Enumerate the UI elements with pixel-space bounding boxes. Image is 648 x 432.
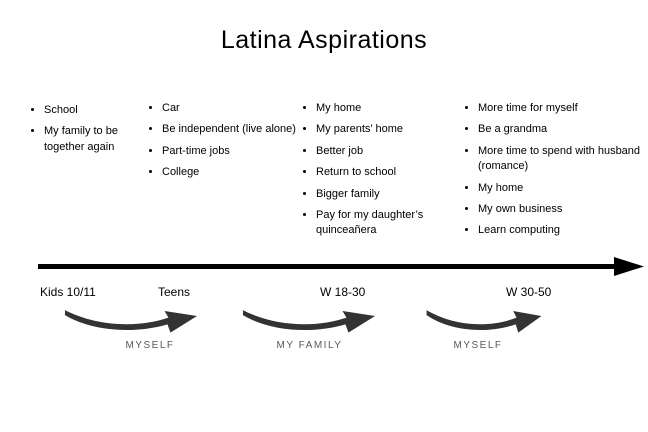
list-item: My own business: [478, 202, 642, 217]
timeline-arrow-graphic: [38, 257, 644, 276]
swoosh-shape: [242, 310, 376, 333]
timeline-arrow-shape: [38, 257, 644, 276]
stage-label-w18-30: W 18-30: [320, 285, 366, 299]
list-item: My home: [316, 101, 468, 116]
swoosh-shape: [426, 310, 542, 333]
curved-arrow-2: [240, 306, 378, 336]
curved-arrow-graphic: [242, 310, 376, 333]
stage-label-teens: Teens: [158, 285, 191, 299]
curved-arrow-1: [62, 306, 200, 336]
list-women-18-30: My home My parents’ home Better job Retu…: [300, 101, 468, 245]
list-item: My family to be together again: [44, 124, 156, 155]
focus-label-myself-2: MYSELF: [453, 340, 503, 351]
list-item: Car: [162, 101, 302, 116]
list-item: Pay for my daughter’s quinceañera: [316, 208, 468, 239]
list-item: Return to school: [316, 165, 468, 180]
curved-arrow-graphic: [426, 310, 542, 333]
list-item: More time to spend with husband (romance…: [478, 144, 642, 175]
stage-label-kids: Kids 10/11: [40, 285, 96, 299]
list-item: Better job: [316, 144, 468, 159]
list-item: Part-time jobs: [162, 144, 302, 159]
list-item: My parents’ home: [316, 122, 468, 137]
focus-label-myself-1: MYSELF: [125, 340, 175, 351]
swoosh-shape: [64, 310, 198, 333]
focus-label-my-family: MY FAMILY: [276, 340, 343, 351]
curved-arrow-3: [424, 306, 544, 336]
timeline-arrow: [38, 254, 644, 280]
list-item: Be independent (live alone): [162, 122, 302, 137]
list-kids: School My family to be together again: [28, 103, 156, 161]
list-item: College: [162, 165, 302, 180]
list-item: Be a grandma: [478, 122, 642, 137]
list-item: My home: [478, 181, 642, 196]
page-title: Latina Aspirations: [220, 26, 428, 54]
list-teens: Car Be independent (live alone) Part-tim…: [146, 101, 302, 187]
list-item: Bigger family: [316, 187, 468, 202]
list-item: Learn computing: [478, 223, 642, 238]
stage-label-w30-50: W 30-50: [506, 285, 552, 299]
list-item: School: [44, 103, 156, 118]
list-women-30-50: More time for myself Be a grandma More t…: [462, 101, 642, 245]
curved-arrow-graphic: [64, 310, 198, 333]
list-item: More time for myself: [478, 101, 642, 116]
